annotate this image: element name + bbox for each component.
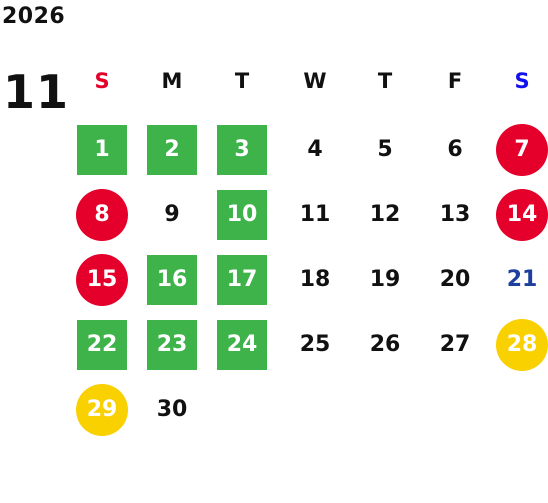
- day-cell-15[interactable]: 15: [76, 254, 128, 306]
- day-cell-26[interactable]: 26: [369, 332, 401, 357]
- day-cell-12[interactable]: 12: [369, 202, 401, 227]
- weekday-header-fri: F: [447, 69, 463, 93]
- day-cell-5[interactable]: 5: [377, 137, 393, 162]
- weekday-header-tue: T: [234, 69, 250, 93]
- day-cell-10[interactable]: 10: [217, 190, 267, 240]
- day-cell-11[interactable]: 11: [299, 202, 331, 227]
- weekday-header-wed: W: [303, 69, 327, 93]
- day-cell-21[interactable]: 21: [506, 267, 538, 292]
- weekday-header-sun: S: [94, 69, 110, 93]
- day-cell-29[interactable]: 29: [76, 384, 128, 436]
- day-cell-3[interactable]: 3: [217, 125, 267, 175]
- weekday-header-sat: S: [514, 69, 530, 93]
- day-cell-9[interactable]: 9: [164, 202, 180, 227]
- day-cell-22[interactable]: 22: [77, 320, 127, 370]
- calendar-month: 11: [3, 65, 70, 119]
- day-cell-28[interactable]: 28: [496, 319, 548, 371]
- day-cell-18[interactable]: 18: [299, 267, 331, 292]
- day-cell-8[interactable]: 8: [76, 189, 128, 241]
- day-cell-14[interactable]: 14: [496, 189, 548, 241]
- day-cell-4[interactable]: 4: [307, 137, 323, 162]
- day-cell-23[interactable]: 23: [147, 320, 197, 370]
- day-cell-6[interactable]: 6: [447, 137, 463, 162]
- day-cell-2[interactable]: 2: [147, 125, 197, 175]
- calendar-year: 2026: [2, 4, 66, 29]
- day-cell-16[interactable]: 16: [147, 255, 197, 305]
- day-cell-25[interactable]: 25: [299, 332, 331, 357]
- day-cell-20[interactable]: 20: [439, 267, 471, 292]
- day-cell-30[interactable]: 30: [156, 397, 188, 422]
- day-cell-19[interactable]: 19: [369, 267, 401, 292]
- weekday-header-thu: T: [377, 69, 393, 93]
- day-cell-1[interactable]: 1: [77, 125, 127, 175]
- day-cell-7[interactable]: 7: [496, 124, 548, 176]
- day-cell-17[interactable]: 17: [217, 255, 267, 305]
- weekday-header-mon: M: [161, 69, 183, 93]
- day-cell-13[interactable]: 13: [439, 202, 471, 227]
- day-cell-27[interactable]: 27: [439, 332, 471, 357]
- day-cell-24[interactable]: 24: [217, 320, 267, 370]
